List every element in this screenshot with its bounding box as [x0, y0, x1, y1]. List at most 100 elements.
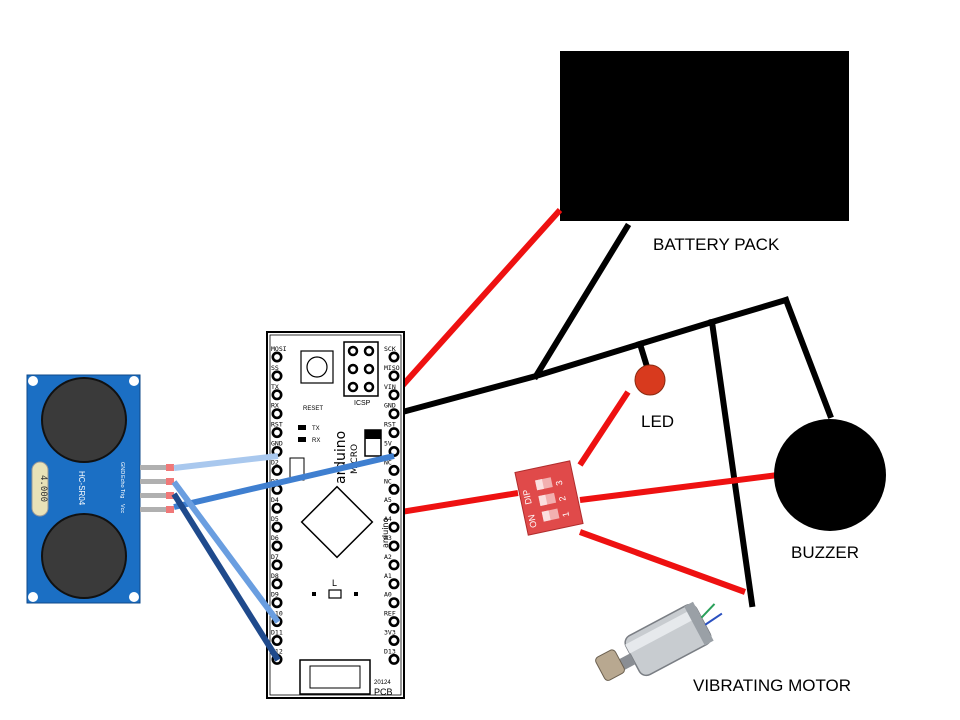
sensor-pin-vcc	[140, 507, 170, 512]
left-pin-label: TX	[271, 383, 279, 391]
l-led	[328, 589, 342, 599]
right-pin-label: A3	[384, 534, 392, 542]
tx-led	[298, 425, 306, 430]
dip-motor-wire	[578, 529, 747, 595]
dip-knob-2	[538, 494, 548, 506]
icsp-label: ICSP	[354, 400, 371, 407]
ground-wires	[391, 222, 834, 608]
sensor-trig-wire	[171, 480, 281, 624]
footer-pcb: PCB	[374, 687, 393, 697]
left-pin-label: D6	[271, 534, 279, 542]
right-pin-label: NC	[384, 458, 392, 466]
right-pin-2	[388, 389, 400, 401]
left-pin-11	[271, 559, 283, 571]
dip-on-label: ON	[526, 514, 539, 529]
dip-knob-1	[541, 510, 551, 522]
right-pin-label: RST	[384, 421, 396, 429]
right-pin-label: SCK	[384, 345, 396, 353]
left-pin-13	[271, 597, 283, 609]
arduino-micro: ICSP RESET TX RX arduino MICRO arduino L…	[266, 331, 405, 699]
left-pin-label: RX	[271, 402, 279, 410]
left-pin-8	[271, 502, 283, 514]
motor-weight	[595, 649, 625, 681]
sensor-pin-trig	[140, 493, 170, 498]
left-pin-label: SS	[271, 364, 279, 372]
vibrating-motor	[595, 601, 723, 681]
left-pin-label: GND	[271, 440, 283, 448]
left-pin-label: D11	[271, 629, 283, 637]
right-pin-4	[388, 427, 400, 439]
right-pin-label: A4	[384, 515, 392, 523]
right-pin-12	[388, 578, 400, 590]
right-pin-label: GND	[384, 402, 396, 410]
rx-led	[298, 437, 306, 442]
buzzer	[774, 419, 886, 531]
led-label: LED	[641, 412, 674, 431]
dip-name-label: DIP	[521, 489, 534, 506]
left-pin-label: D2	[271, 458, 279, 466]
buzzer-label: BUZZER	[791, 543, 859, 562]
left-pin-label: RST	[271, 421, 283, 429]
right-pin-16	[388, 653, 400, 665]
battery-ground-wire	[531, 222, 632, 381]
right-pin-label: MISO	[384, 364, 400, 372]
ground-bus-wire	[391, 296, 790, 418]
sensor-pin-tip	[166, 506, 174, 513]
sensor-mount-hole	[28, 376, 38, 386]
left-pin-label: D7	[271, 553, 279, 561]
icsp-header	[343, 341, 379, 397]
left-pin-10	[271, 540, 283, 552]
left-pin-1	[271, 370, 283, 382]
sensor-mount-hole	[129, 592, 139, 602]
left-pin-15	[271, 634, 283, 646]
left-pin-4	[271, 427, 283, 439]
sensor-transducer-top	[41, 377, 127, 463]
left-pin-2	[271, 389, 283, 401]
left-pin-label: D9	[271, 591, 279, 599]
dip-number-1: 1	[560, 511, 571, 518]
sensor-pin-tip	[166, 478, 174, 485]
right-pin-10	[388, 540, 400, 552]
left-pin-label: D10	[271, 610, 283, 618]
right-pin-label: D13	[384, 647, 396, 655]
sensor-transducer-bottom	[41, 513, 127, 599]
arduino-brand-small: arduino	[381, 518, 390, 548]
icsp-pins	[347, 345, 375, 393]
l-led-label: L	[332, 578, 337, 588]
tx-led-label: TX	[312, 426, 320, 432]
rx-led-label: RX	[312, 438, 320, 444]
right-pin-14	[388, 616, 400, 628]
sensor-pin-echo	[140, 479, 170, 484]
sensor-gnd-wire	[173, 453, 279, 471]
sensor-pin-vcc-label: Vcc	[119, 504, 125, 513]
ultrasonic-sensor: 4.000 HC-SR04 GND Echo Trig Vcc	[26, 374, 174, 604]
right-pin-7	[388, 483, 400, 495]
right-pin-header: SCKMISOVINGNDRST5VNCNCA5A4A3A2A1A0REF3V3…	[384, 345, 400, 665]
arduino-model: MICRO	[350, 444, 360, 474]
dip-number-2: 2	[557, 495, 568, 502]
right-pin-8	[388, 502, 400, 514]
left-pin-header: MOSISSTXRXRSTGNDD2D3D4D5D6D7D8D9D10D11D1…	[271, 345, 287, 665]
footer-number: 20124	[374, 680, 391, 686]
right-pin-3	[388, 408, 400, 420]
left-pin-label: D12	[271, 647, 283, 655]
sensor-wires	[171, 453, 395, 662]
right-pin-11	[388, 559, 400, 571]
right-pin-label: A2	[384, 553, 392, 561]
arduino-brand: arduino	[333, 431, 349, 484]
motor-shaft	[619, 653, 636, 670]
right-pin-label: REF	[384, 610, 396, 618]
sensor-model-label: HC-SR04	[77, 471, 86, 506]
right-pin-label: 3V3	[384, 629, 396, 637]
reset-button	[300, 350, 334, 384]
sensor-pin-tip	[166, 464, 174, 471]
sensor-mount-hole	[129, 376, 139, 386]
sensor-crystal-label: 4.000	[38, 475, 48, 502]
dip-knob-3	[535, 479, 544, 491]
right-pin-label: A1	[384, 572, 392, 580]
right-pin-6	[388, 464, 400, 476]
right-pin-1	[388, 370, 400, 382]
left-pin-9	[271, 521, 283, 533]
sensor-echo-wire	[173, 453, 395, 510]
